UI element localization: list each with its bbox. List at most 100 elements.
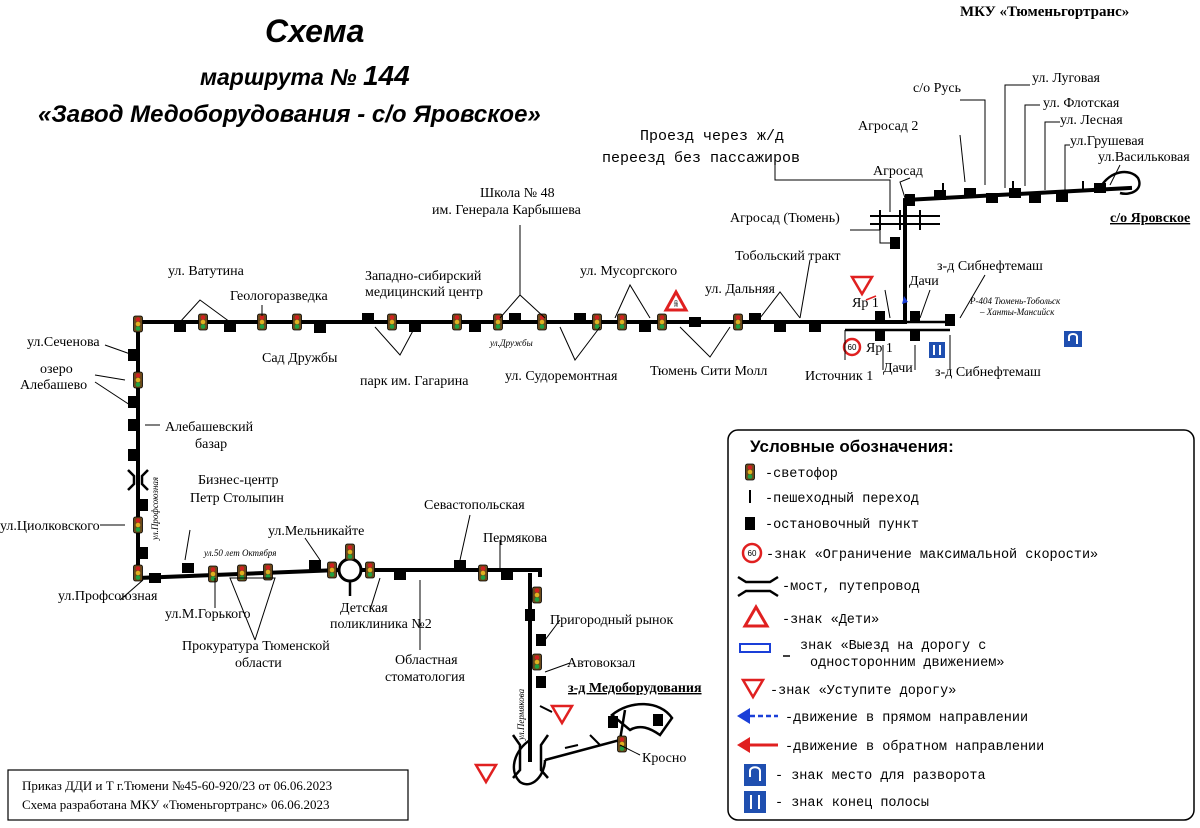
children-sign-icon: ꆜ (663, 288, 689, 312)
stop-label-dachi-top: Дачи (909, 274, 939, 289)
stop-label-stom1: Областная (395, 653, 458, 668)
legend-item: -светофор (765, 467, 838, 482)
stop-label-sibneft-bot: з-д Сибнефтемаш (935, 365, 1041, 380)
stop-label-sibneft-top: з-д Сибнефтемаш (937, 259, 1043, 274)
stop-label-detsk1: Детская (340, 601, 388, 616)
u-turn-sign-icon (1064, 331, 1082, 347)
stop-label-biznes1: Бизнес-центр (198, 473, 278, 488)
stop-label-zsmc2: медицинский центр (365, 285, 483, 300)
legend-stop-icon (745, 517, 755, 530)
stop-label-yar1-top: Яр 1 (852, 296, 879, 311)
stop-label-shkola2: им. Генерала Карбышева (432, 203, 582, 218)
legend-bridge-icon (737, 575, 779, 598)
legend-item: -мост, путепровод (782, 580, 920, 595)
stop-labels: ул. Ватутина Геологоразведка Сад Дружбы … (0, 71, 1190, 766)
legend-children-icon (742, 604, 770, 628)
title-line1: Схема (265, 13, 364, 49)
roundabout (337, 557, 363, 583)
stop-label-shkola1: Школа № 48 (480, 186, 555, 201)
legend-item: -движение в обратном направлении (785, 740, 1044, 755)
stop-label-vatutina: ул. Ватутина (168, 264, 245, 279)
stop-label-profs: ул.Профсоюзная (58, 589, 158, 604)
stop-label-prok2: области (235, 656, 282, 671)
stop-label-sad: Сад Дружбы (262, 351, 338, 366)
stop-label-grushevaya: ул.Грушевая (1070, 134, 1145, 149)
stop-label-prok1: Прокуратура Тюменской (182, 639, 330, 654)
callout-lines (94, 84, 1121, 756)
stop-label-lesnaya: ул. Лесная (1060, 113, 1123, 128)
legend-box (727, 429, 1195, 821)
bridge-icon (127, 469, 149, 491)
footer-line2: Схема разработана МКУ «Тюменьгортранс» 0… (22, 797, 330, 812)
legend-item: знак «Выезд на дорогу с (800, 639, 986, 654)
callout-rail (774, 165, 891, 212)
rail-note: Проезд через ж/д переезд без пассажиров (602, 128, 800, 167)
stop-label-prig: Пригородный рынок (550, 613, 674, 628)
stop-label-citymall: Тюмень Сити Молл (650, 364, 767, 379)
stop-label-musorg: ул. Мусоргского (580, 264, 677, 279)
lane-end-sign-icon (929, 342, 945, 358)
stop-label-gorkogo: ул.М.Горького (165, 607, 251, 622)
stop-label-sechenova: ул.Сеченова (27, 335, 100, 350)
legend-forward-arrow-icon (737, 708, 778, 724)
stop-label-avtovok: Автовокзал (567, 656, 635, 671)
yield-sign-icon (850, 275, 874, 296)
stop-label-ozero2: Алебашево (20, 378, 87, 393)
stop-label-alebazar1: Алебашевский (165, 420, 254, 435)
legend-item: -движение в прямом направлении (785, 711, 1028, 726)
stop-label-zmed: з-д Медоборудования (568, 681, 702, 696)
street-label-r404b: – Ханты-Мансийск (979, 307, 1055, 317)
stop-label-alebazar2: базар (195, 437, 227, 452)
street-labels: ул.Профсоюзная ул.50 лет Октября ул.Друж… (150, 296, 1061, 741)
legend-oneway-icon (739, 643, 790, 657)
stop-label-geolog: Геологоразведка (230, 289, 328, 304)
stop-label-gagarin: парк им. Гагарина (360, 374, 469, 389)
stop-label-dachi-bot: Дачи (883, 361, 913, 376)
stop-label-yar1-bot: Яр 1 (866, 341, 893, 356)
legend-item: -остановочный пункт (765, 518, 919, 533)
stop-label-yarovskoe: с/о Яровское (1110, 211, 1190, 226)
svg-text:60: 60 (848, 343, 857, 352)
stop-label-sevast: Севастопольская (424, 498, 525, 513)
stop-label-flotskaya: ул. Флотская (1043, 96, 1120, 111)
stop-label-agrosad: Агросад (873, 164, 923, 179)
legend-item: -знак «Дети» (782, 613, 879, 628)
stop-label-lugovaya: ул. Луговая (1032, 71, 1101, 86)
stop-label-biznes2: Петр Столыпин (190, 491, 284, 506)
footer-box (7, 769, 409, 821)
title-line3: «Завод Медоборудования - с/о Яровское» (38, 101, 541, 128)
rail-note-line2: переезд без пассажиров (602, 150, 800, 167)
stop-label-istochnik: Источник 1 (805, 369, 873, 384)
stop-label-agrosad-tyumen: Агросад (Тюмень) (730, 211, 840, 226)
footer-line1: Приказ ДДИ и Т г.Тюмени №45-60-920/23 от… (22, 778, 332, 793)
stop-label-stom2: стоматология (385, 670, 465, 685)
legend-items: -светофор -пешеходный переход -остановоч… (765, 467, 1098, 811)
legend-item: - знак конец полосы (775, 796, 929, 811)
yield-sign-icon (550, 704, 574, 725)
stop-label-tsiolk: ул.Циолковского (0, 519, 100, 534)
rail-crossing (870, 210, 940, 230)
street-label-r404a: Р-404 Тюмень-Тобольск (969, 296, 1061, 306)
stop-label-dalnyaya: ул. Дальняя (705, 282, 776, 297)
svg-text:60: 60 (748, 549, 757, 558)
legend-item: -знак «Уступите дорогу» (770, 684, 956, 699)
speed-limit-sign-icon: 60 (842, 337, 862, 357)
legend-uturn-icon (744, 764, 766, 786)
legend-speed-icon: 60 (741, 542, 763, 564)
legend-item: -знак «Ограничение максимальной скорости… (766, 548, 1098, 563)
stop-label-tobolsk: Тобольский тракт (735, 249, 841, 264)
street-label-oktyabrya: ул.50 лет Октября (203, 548, 276, 558)
stop-label-detsk2: поликлиника №2 (330, 617, 432, 632)
stop-label-rus: с/о Русь (913, 81, 961, 96)
arrows (865, 295, 908, 304)
legend-item: -пешеходный переход (765, 492, 919, 507)
legend-item: - знак место для разворота (775, 769, 986, 784)
street-label-permyakova: ул.Пермякова (516, 688, 526, 741)
street-label-profsoyuznaya: ул.Профсоюзная (150, 477, 160, 541)
stop-label-krosno: Кросно (642, 751, 686, 766)
svg-text:ꆜ: ꆜ (673, 300, 679, 309)
stop-label-melnik: ул.Мельникайте (268, 524, 364, 539)
yield-sign-icon (474, 763, 498, 784)
stop-label-permyak: Пермякова (483, 531, 548, 546)
